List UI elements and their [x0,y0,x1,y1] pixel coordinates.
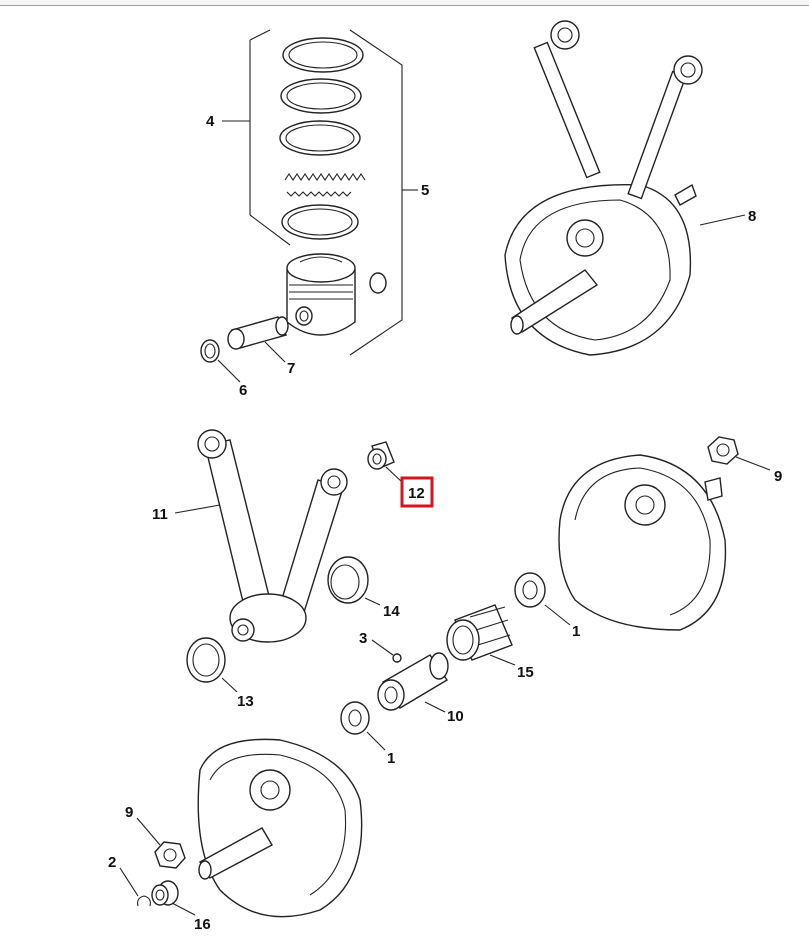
callout-16[interactable]: 16 [194,916,211,933]
callout-7[interactable]: 7 [287,360,295,377]
callout-12-highlight [400,476,434,508]
flywheel-nut-upper [707,436,739,465]
callout-10[interactable]: 10 [447,708,464,725]
callout-9-upper[interactable]: 9 [774,468,782,485]
bearing-race-13 [186,637,226,683]
callout-13[interactable]: 13 [237,693,254,710]
callout-11[interactable]: 11 [152,506,168,523]
right-flywheel [558,454,727,631]
callout-3[interactable]: 3 [359,630,367,647]
piston-pin-clip [200,339,220,363]
callout-9-lower[interactable]: 9 [125,804,133,821]
window-top-border [0,0,809,6]
spacer-16 [151,880,179,906]
plug [392,653,402,663]
crank-pin [377,652,449,711]
piston-ring-bracket [249,29,403,356]
thrust-washer-upper [514,572,546,608]
flywheel-assembly [504,20,703,356]
callout-5[interactable]: 5 [421,182,429,199]
callout-4[interactable]: 4 [206,113,215,130]
callout-6[interactable]: 6 [239,382,247,399]
bearing-race-14 [327,556,369,604]
piston-ring-set [279,37,366,240]
roller-bearing [446,604,513,661]
piston-pin-clip-right [369,272,387,294]
piston [286,253,356,336]
callout-8[interactable]: 8 [748,208,756,225]
callout-12[interactable]: 12 [408,485,425,502]
callout-labels: 4 5 6 7 8 9 11 12 14 3 1 15 13 10 1 9 2 … [108,113,782,933]
left-flywheel [197,738,363,918]
piston-pin [227,316,289,350]
thrust-washer-lower [340,701,370,735]
flywheel-nut-lower [154,841,186,869]
callout-14[interactable]: 14 [383,603,400,620]
connecting-rod-assembly [197,429,348,643]
piston-pin-bushing [367,441,395,470]
retaining-ring-2 [137,895,151,907]
callout-15[interactable]: 15 [517,664,534,681]
callout-1-upper[interactable]: 1 [572,623,580,640]
callout-1-lower[interactable]: 1 [387,750,395,767]
leader-lines [119,120,771,916]
callout-2[interactable]: 2 [108,854,116,871]
